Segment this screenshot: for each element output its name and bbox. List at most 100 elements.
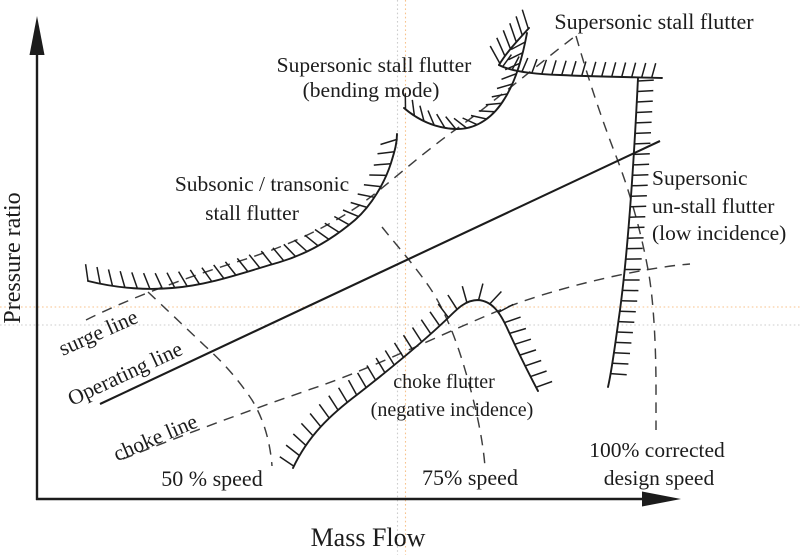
hatch-tick	[633, 163, 650, 166]
hatch-tick	[201, 267, 213, 282]
hatch-tick	[411, 99, 416, 116]
hatch-tick	[618, 320, 635, 323]
hatch-tick	[521, 9, 530, 29]
hatch-tick	[616, 331, 633, 334]
hatch-tick	[633, 152, 650, 156]
hatch-tick	[373, 162, 391, 166]
hatch-tick	[189, 269, 201, 285]
hatch-tick	[419, 105, 425, 122]
hatch-tick	[489, 290, 502, 305]
label-unstall-line1: Supersonic	[652, 166, 748, 190]
label-speed-50: 50 % speed	[161, 466, 262, 491]
hatch-tick	[131, 272, 139, 289]
hatch-tick	[347, 379, 358, 396]
hatch-tick	[279, 456, 295, 467]
hatch-tick	[485, 102, 502, 106]
hatch-tick	[292, 433, 307, 446]
hatch-tick	[514, 338, 532, 346]
hatch-tick	[445, 116, 457, 130]
label-choke-flutter-line2: (negative incidence)	[371, 399, 534, 421]
hatch-tick	[293, 239, 308, 253]
hatch-tick	[501, 72, 517, 81]
hatch-tick	[501, 54, 513, 68]
hatch-tick	[610, 372, 627, 376]
x-axis-label: Mass Flow	[311, 523, 426, 552]
hatch-tick	[636, 100, 653, 103]
hatch-tick	[420, 319, 432, 335]
hatch-tick	[119, 270, 126, 288]
hatch-tick	[437, 303, 449, 319]
hatch-tick	[610, 62, 617, 77]
supersonic-stall-boundary	[498, 64, 663, 79]
hatch-tick	[380, 138, 397, 146]
hatch-tick	[560, 60, 567, 76]
hatch-tick	[600, 61, 607, 77]
hatch-tick	[470, 114, 487, 120]
hatch-tick	[366, 365, 377, 381]
label-speed-100-line2: design speed	[604, 466, 715, 490]
hatch-tick	[248, 254, 261, 269]
hatch-tick	[478, 110, 495, 113]
hatch-tick	[314, 228, 330, 241]
hatch-tick	[637, 89, 654, 93]
hatch-tick	[613, 352, 631, 355]
hatch-tick	[511, 56, 520, 71]
hatch-tick	[453, 117, 468, 129]
hatch-tick	[551, 60, 557, 75]
flutter-boundaries	[84, 9, 663, 469]
hatch-tick	[620, 62, 627, 78]
hatch-tick	[570, 60, 577, 76]
hatch-tick	[436, 113, 446, 129]
hatch-tick	[635, 121, 652, 124]
hatch-tick	[402, 334, 414, 351]
hatch-tick	[531, 58, 538, 74]
hatch-tick	[300, 422, 314, 437]
hatch-tick	[590, 61, 597, 77]
hatch-tick	[393, 342, 405, 358]
hatch-tick	[640, 62, 647, 78]
label-supersonic-stall-flutter: Supersonic stall flutter	[554, 9, 754, 34]
hatch-tick	[504, 316, 521, 324]
speed-line-100	[575, 35, 657, 430]
hatch-tick	[497, 303, 514, 313]
supersonic-stall-boundary-tip	[498, 27, 530, 66]
hatch-tick	[508, 52, 524, 61]
label-choke-flutter-line1: choke flutter	[393, 371, 495, 393]
hatch-tick	[637, 79, 654, 82]
bending-mode-boundary	[403, 32, 528, 130]
hatch-tick	[154, 272, 164, 290]
hatch-tick	[328, 395, 339, 411]
hatch-tick	[84, 264, 89, 282]
hatch-tick	[304, 234, 319, 247]
hatch-tick	[350, 201, 368, 209]
label-choke-line: choke line	[110, 409, 201, 466]
label-speed-100-line1: 100% corrected	[589, 438, 725, 462]
hatch-tick	[384, 350, 395, 366]
hatch-tick	[634, 131, 652, 135]
hatch-tick	[502, 30, 512, 50]
dashed-map-lines	[85, 35, 691, 468]
hatch-tick	[489, 45, 501, 64]
unstall-flutter-boundary	[607, 77, 639, 388]
hatch-tick	[496, 37, 506, 57]
hatch-tick	[236, 257, 249, 273]
hatch-tick	[630, 205, 647, 208]
hatch-tick	[283, 243, 297, 258]
hatch-tick	[357, 193, 375, 199]
hatch-tick	[580, 61, 587, 77]
hatch-tick	[650, 63, 657, 78]
hatch-tick	[615, 341, 632, 344]
hatch-tick	[630, 62, 637, 78]
hatch-tick	[509, 327, 527, 335]
hatch-tick	[524, 359, 542, 367]
subsonic-stall-boundary	[87, 133, 398, 290]
hatch-tick	[496, 83, 513, 90]
hatch-tick	[631, 184, 648, 187]
x-axis-arrowhead-icon	[642, 491, 681, 507]
hatch-tick	[356, 372, 367, 388]
label-speed-75: 75% speed	[422, 465, 518, 490]
hatch-tick	[509, 22, 518, 43]
label-subsonic-line2: stall flutter	[205, 201, 299, 225]
hatch-tick	[166, 272, 176, 289]
